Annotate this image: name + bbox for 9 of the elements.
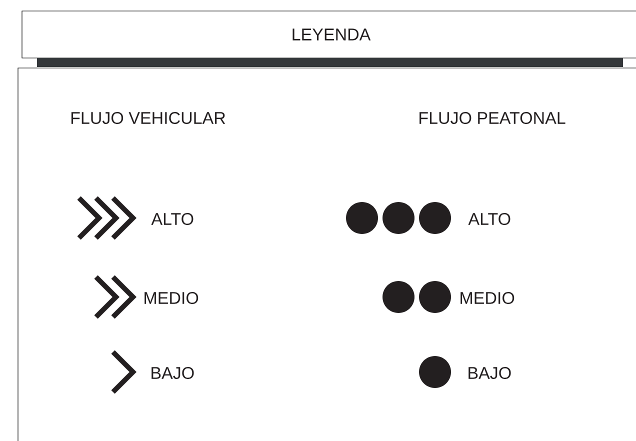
column-heading: FLUJO PEATONAL <box>420 112 566 124</box>
legend-label: BAJO <box>152 366 194 380</box>
legend-label: ALTO <box>151 212 194 226</box>
legend-label: MEDIO <box>460 292 514 304</box>
legend-label: ALTO <box>468 212 510 226</box>
legend-label: MEDIO <box>144 292 198 304</box>
legend-label: BAJO <box>468 366 511 380</box>
column-heading: FLUJO VEHICULAR <box>71 112 226 124</box>
title-box: LEYENDA <box>22 10 636 58</box>
